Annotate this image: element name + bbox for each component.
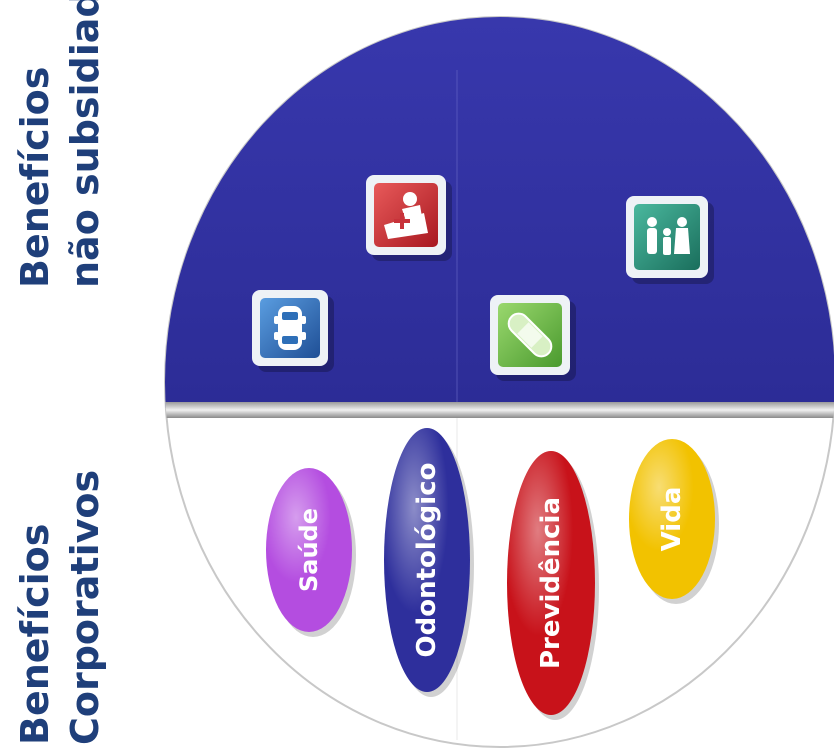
- label-line-2: Corporativos: [63, 469, 107, 745]
- pill-previdencia: Previdência: [507, 451, 599, 720]
- benefits-circle: Saúde Odontológico Previdência Vida: [160, 10, 834, 748]
- pill-odontologico-label: Odontológico: [412, 463, 442, 658]
- label-line-1: Benefícios: [13, 523, 57, 745]
- non-subsidized-benefits-label: Benefícios não subsidiados: [10, 0, 110, 288]
- pill-vida-label: Vida: [657, 487, 687, 552]
- pill-saude: Saúde: [266, 468, 356, 637]
- label-line-1: Benefícios: [13, 66, 57, 288]
- pill-odontologico: Odontológico: [384, 428, 474, 697]
- pill-previdencia-label: Previdência: [536, 497, 566, 669]
- benefits-circle-svg: Saúde Odontológico Previdência Vida: [164, 16, 834, 748]
- car-icon: [252, 290, 334, 372]
- hospital-icon: [366, 175, 452, 261]
- bandage-icon: [490, 295, 576, 381]
- corporate-benefits-label: Benefícios Corporativos: [10, 470, 110, 745]
- divider-bar: [165, 402, 834, 418]
- pill-vida: Vida: [629, 439, 719, 604]
- family-icon: [626, 196, 714, 284]
- label-line-2: não subsidiados: [63, 0, 107, 288]
- pill-saude-label: Saúde: [295, 508, 323, 592]
